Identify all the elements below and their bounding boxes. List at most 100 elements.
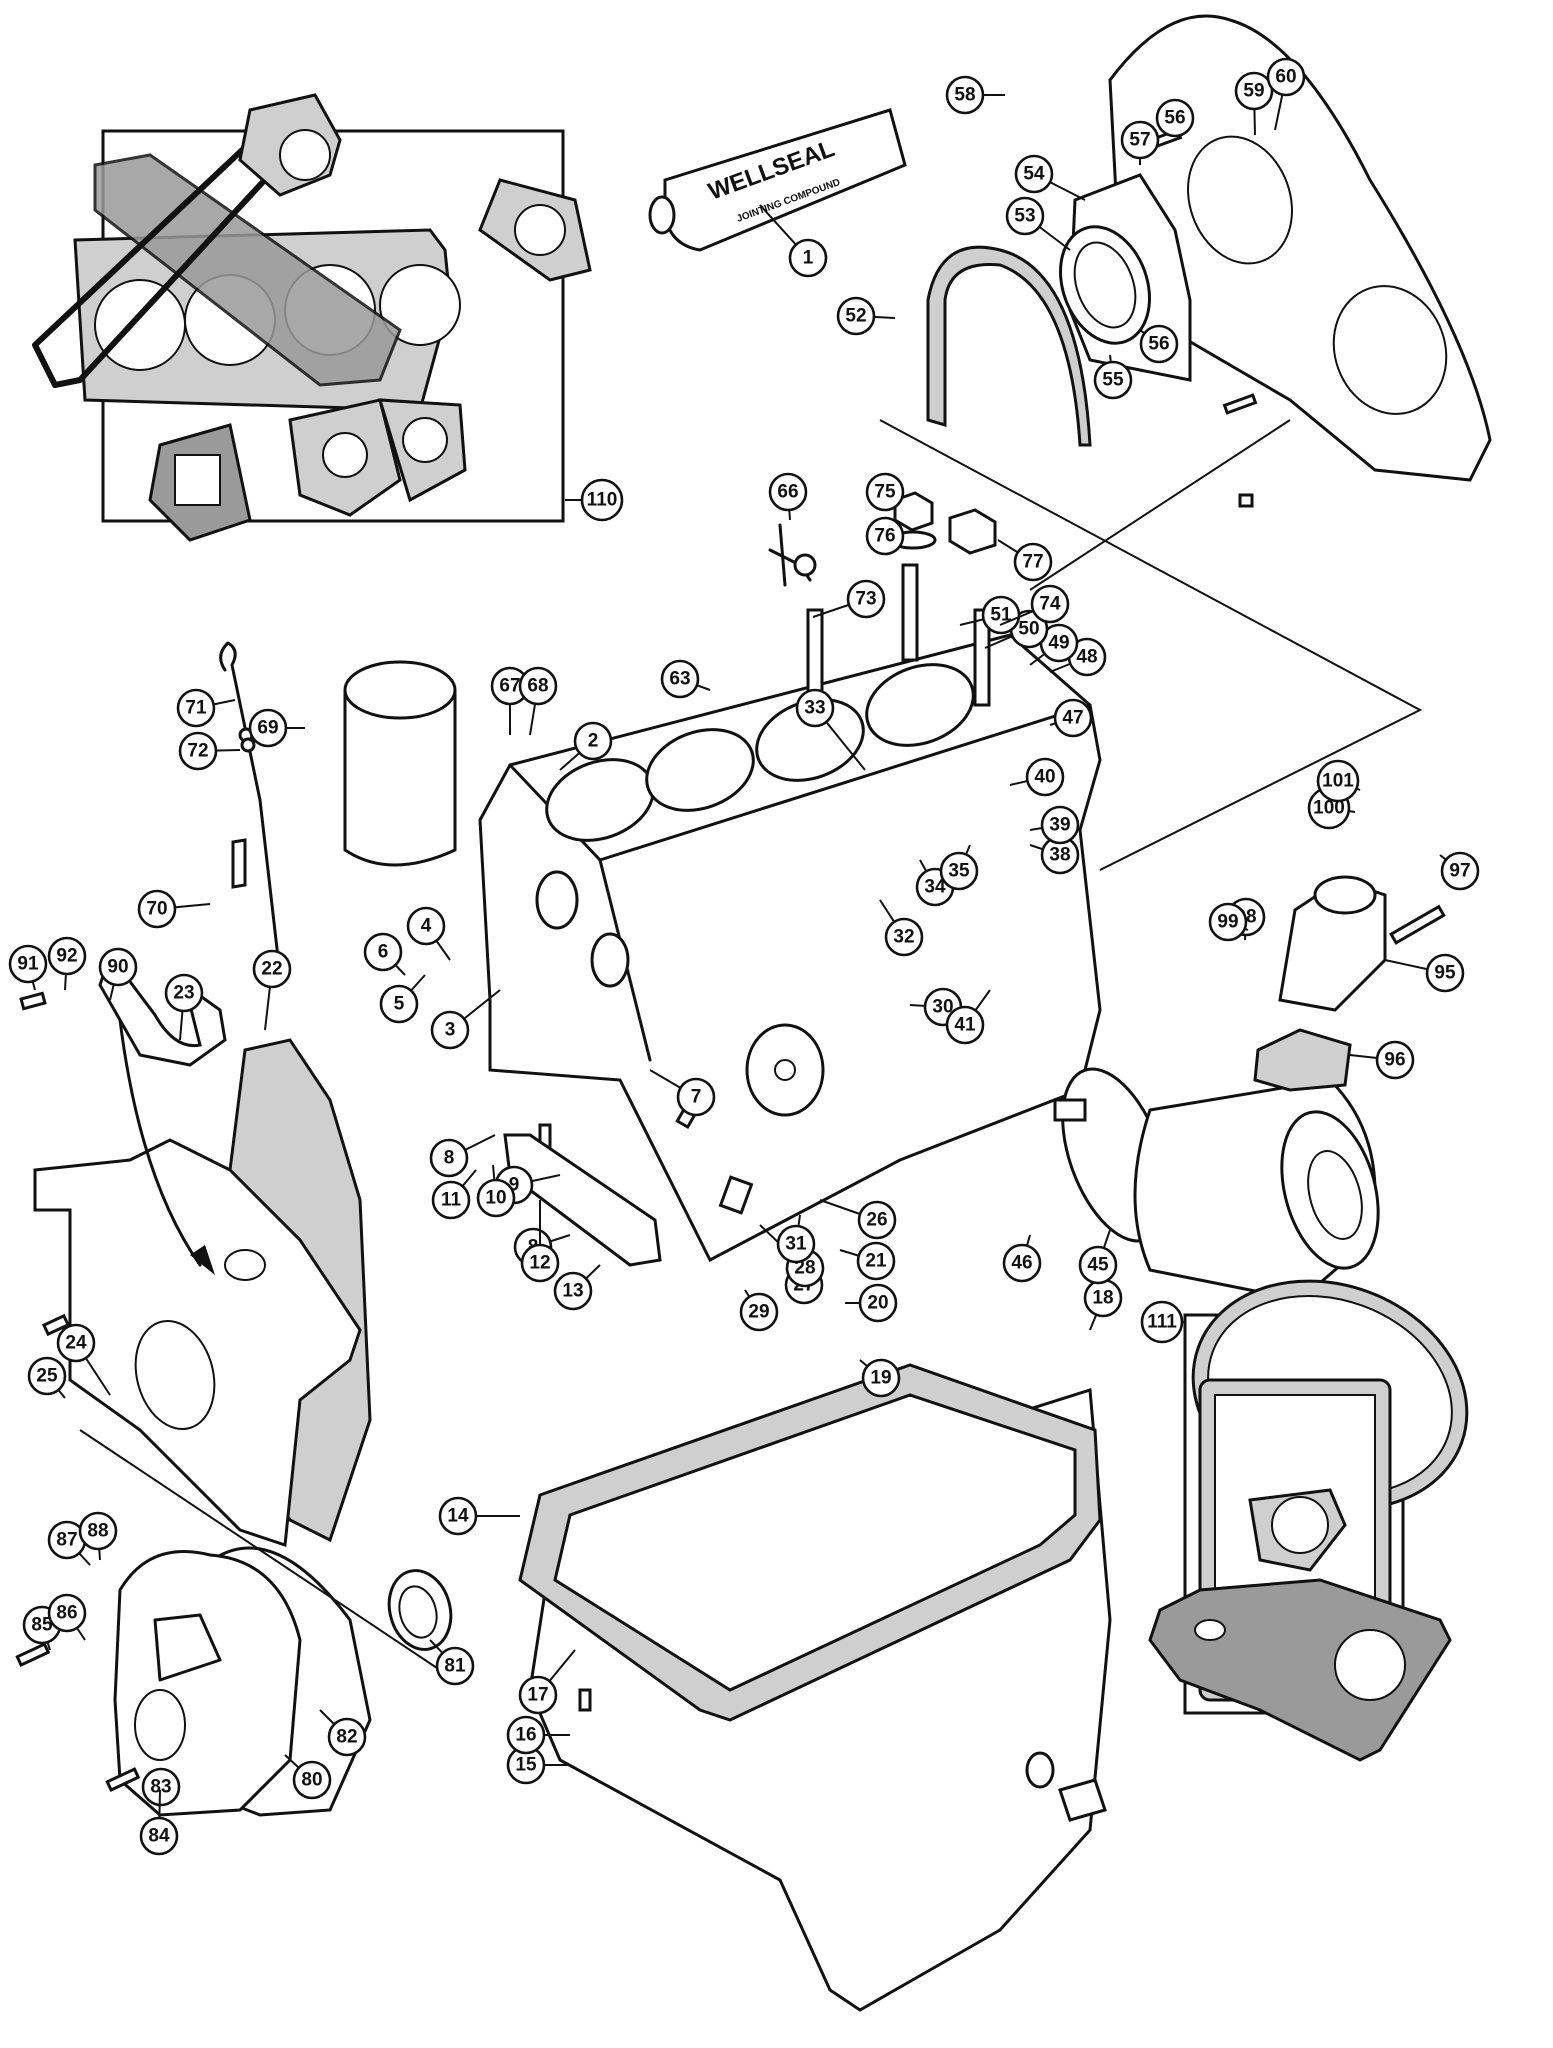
callout-circle: [945, 1005, 985, 1045]
callout-17: 17: [518, 1649, 576, 1715]
callout-circle: [8, 944, 48, 984]
callout-number: 17: [527, 1685, 548, 1706]
callout-circle: [1053, 698, 1093, 738]
callout-number: 60: [1275, 67, 1296, 88]
callout-14: 14: [438, 1496, 520, 1536]
callout-circle: [1316, 759, 1360, 803]
callout-circle: [363, 932, 403, 972]
callout-26: 26: [819, 1199, 897, 1240]
callout-number: 72: [187, 741, 208, 762]
callout-number: 21: [865, 1251, 887, 1272]
callout-68: 68: [518, 666, 558, 736]
callout-circle: [47, 936, 87, 976]
callout-number: 30: [932, 997, 953, 1018]
callout-number: 97: [1449, 861, 1470, 882]
callout-circle: [1002, 1243, 1042, 1283]
cylinder-liner: [343, 660, 457, 867]
callout-number: 96: [1384, 1050, 1405, 1071]
callout-number: 40: [1034, 767, 1055, 788]
cylinder-block: [478, 633, 1102, 1263]
callout-86: 86: [47, 1593, 87, 1641]
callout-circle: [1078, 1245, 1118, 1285]
callout-45: 45: [1078, 1229, 1118, 1285]
head-studs: [806, 563, 991, 707]
callout-number: 22: [261, 959, 282, 980]
callout-circle: [429, 1138, 469, 1178]
callout-11: 11: [431, 1169, 477, 1220]
callout-32: 32: [879, 899, 924, 957]
callout-number: 91: [17, 954, 39, 975]
callout-number: 63: [669, 669, 690, 690]
callout-number: 57: [1129, 130, 1150, 151]
callout-66: 66: [768, 472, 808, 521]
callout-number: 11: [441, 1190, 462, 1211]
callout-circle: [406, 906, 446, 946]
callout-29: 29: [739, 1289, 779, 1332]
oil-filter: [1053, 1067, 1380, 1302]
callout-number: 3: [445, 1020, 456, 1041]
callout-number: 14: [447, 1506, 469, 1527]
callout-8: 8: [429, 1134, 496, 1178]
callout-circle: [476, 1178, 516, 1218]
callout-circle: [327, 1717, 367, 1757]
callout-82: 82: [319, 1709, 367, 1757]
callout-number: 53: [1014, 206, 1035, 227]
dipstick: [219, 641, 282, 977]
callout-number: 49: [1048, 633, 1069, 654]
callout-number: 99: [1217, 912, 1238, 933]
assembly-arrow: [118, 1018, 202, 1267]
callout-75: 75: [865, 472, 905, 512]
callout-circle: [1040, 805, 1080, 845]
callout-6: 6: [363, 932, 406, 976]
callout-circle: [676, 1077, 716, 1117]
callout-39: 39: [1029, 805, 1080, 845]
callout-circle: [1375, 1040, 1415, 1080]
callout-15: 15: [506, 1745, 570, 1785]
callout-layer: 1234567889101112131415161718192021222324…: [8, 57, 1480, 1856]
callout-number: 15: [515, 1755, 537, 1776]
callout-circle: [1025, 757, 1065, 797]
callout-number: 29: [748, 1302, 769, 1323]
callout-circle: [1208, 902, 1248, 942]
callout-circle: [518, 666, 558, 706]
callout-21: 21: [839, 1241, 896, 1281]
callout-number: 54: [1023, 164, 1045, 185]
callout-number: 18: [1092, 1288, 1113, 1309]
callout-circle: [1139, 324, 1179, 364]
callout-number: 75: [874, 482, 896, 503]
callout-23: 23: [164, 973, 204, 1041]
callout-63: 63: [660, 659, 711, 699]
callout-number: 82: [336, 1727, 357, 1748]
callout-59: 59: [1234, 71, 1274, 136]
callout-circle: [856, 1241, 896, 1281]
callout-number: 41: [954, 1015, 976, 1036]
callout-number: 56: [1148, 334, 1169, 355]
callout-number: 19: [870, 1368, 891, 1389]
callout-1: 1: [759, 204, 828, 278]
callout-number: 83: [150, 1777, 171, 1798]
callout-60: 60: [1266, 57, 1306, 131]
callout-number: 1: [803, 248, 814, 269]
callout-91: 91: [8, 944, 48, 991]
callout-number: 50: [1018, 619, 1039, 640]
callout-51: 51: [959, 595, 1021, 635]
callout-circle: [861, 1358, 901, 1398]
callout-99: 99: [1208, 902, 1249, 942]
callout-circle: [137, 889, 177, 929]
callout-number: 39: [1049, 815, 1070, 836]
callout-16: 16: [506, 1715, 570, 1755]
sump-assembly: [518, 1363, 1112, 2012]
callout-22: 22: [252, 949, 292, 1031]
callout-number: 77: [1022, 552, 1043, 573]
callout-number: 87: [56, 1530, 77, 1551]
callout-circle: [1005, 196, 1045, 236]
callout-95: 95: [1384, 953, 1465, 993]
front-plate: [33, 1038, 372, 1548]
callout-67: 67: [490, 666, 530, 735]
callout-circle: [858, 1283, 898, 1323]
callout-circle: [857, 1200, 897, 1240]
callout-2: 2: [559, 721, 613, 771]
lifting-bracket: [98, 951, 227, 1067]
callout-circle: [78, 1511, 118, 1551]
